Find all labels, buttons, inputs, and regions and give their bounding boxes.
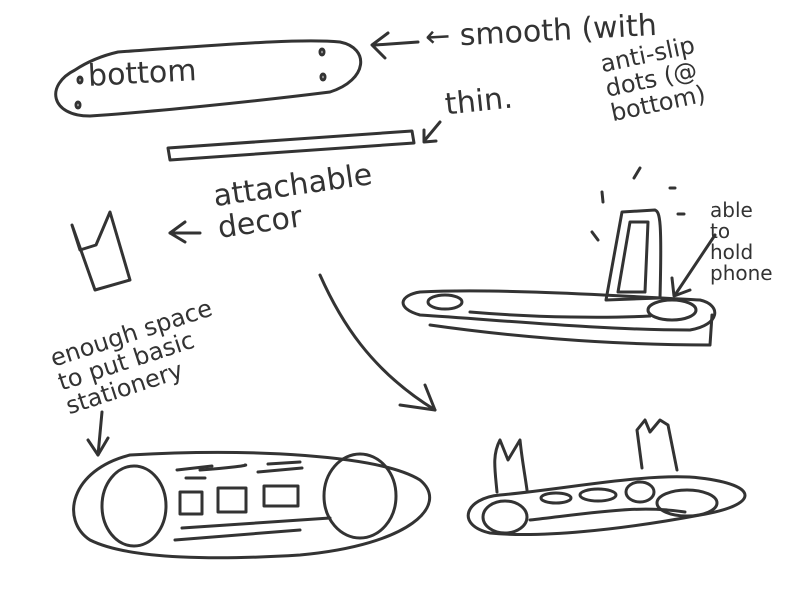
bottom-view-drawing [54,39,363,118]
decor-piece-drawing [70,210,132,292]
hold-phone-annotation: able to hold phone [710,198,773,285]
arrow-icon [370,31,420,60]
top-view-drawing [72,450,432,560]
arrow-icon [86,410,110,457]
bottom-label: bottom [87,53,198,94]
perspective-decor-drawing [466,418,747,536]
curved-arrow-icon [318,273,437,412]
arrow-icon [422,120,442,144]
arrow-icon [168,220,202,244]
phone-stand-drawing [401,166,717,347]
side-view-drawing [166,129,416,162]
thin-annotation: thin. [443,80,515,123]
